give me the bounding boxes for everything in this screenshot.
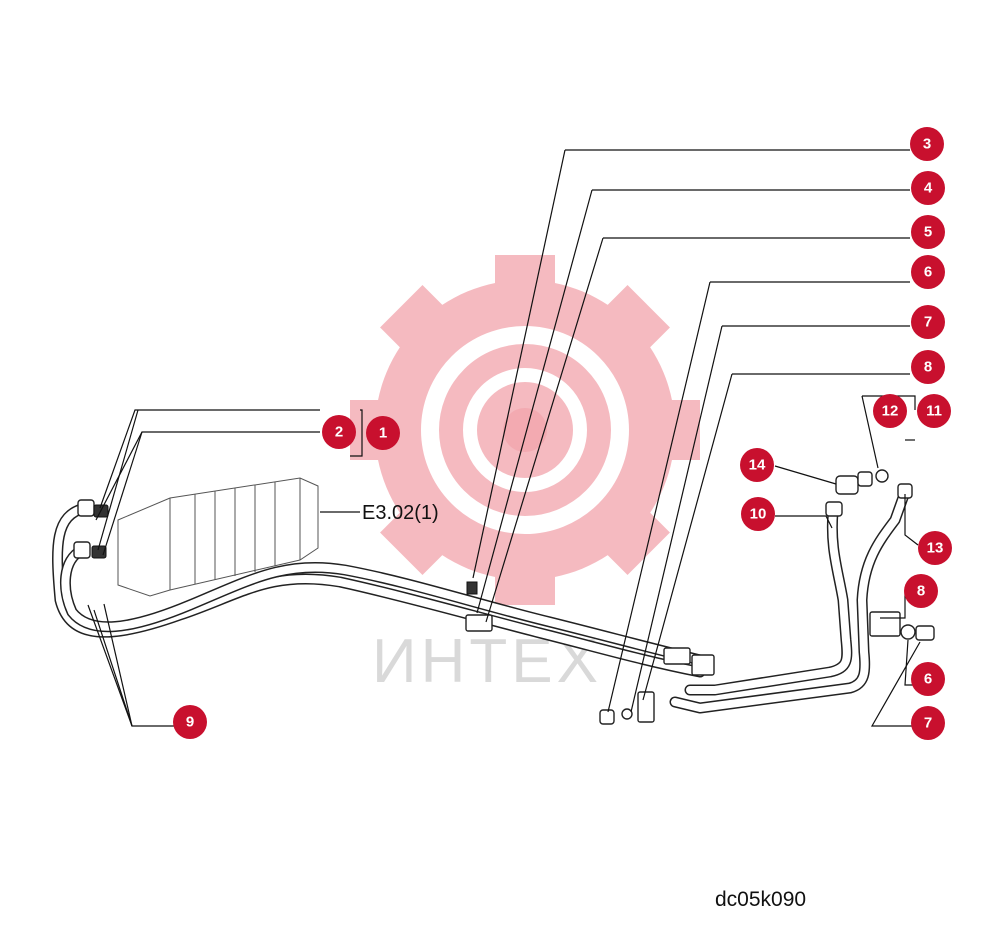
callout-5[interactable]: 5 — [911, 215, 945, 249]
svg-text:8: 8 — [917, 583, 925, 600]
callout-6[interactable]: 6 — [911, 255, 945, 289]
callout-2[interactable]: 2 — [322, 415, 356, 449]
svg-text:10: 10 — [750, 506, 767, 523]
leader-lines — [87, 149, 921, 727]
bracket-8 — [869, 611, 901, 637]
watermark-gear-logo — [350, 255, 700, 605]
reference-label: E3.02(1) — [362, 502, 439, 524]
svg-text:14: 14 — [749, 457, 766, 474]
pipe-end-10 — [825, 501, 843, 517]
svg-text:13: 13 — [927, 540, 944, 557]
callout-12[interactable]: 12 — [873, 394, 907, 428]
svg-text:2: 2 — [335, 424, 343, 441]
callout-10[interactable]: 10 — [741, 497, 775, 531]
svg-text:4: 4 — [924, 180, 933, 197]
drawing-code: dc05k090 — [715, 888, 806, 911]
callout-11[interactable]: 11 — [917, 394, 951, 428]
fitting-lower-left — [73, 541, 91, 559]
callout-4[interactable]: 4 — [911, 171, 945, 205]
fitting-upper-left — [77, 499, 95, 517]
callout-13[interactable]: 13 — [918, 531, 952, 565]
callout-3[interactable]: 3 — [910, 127, 944, 161]
callout-8[interactable]: 8 — [911, 350, 945, 384]
callout-8-lower[interactable]: 8 — [904, 574, 938, 608]
svg-text:8: 8 — [924, 359, 932, 376]
svg-text:6: 6 — [924, 264, 932, 281]
callout-7-lower[interactable]: 7 — [911, 706, 945, 740]
pipe-clamp-center — [465, 614, 493, 632]
svg-text:11: 11 — [926, 403, 942, 420]
svg-text:3: 3 — [923, 136, 931, 153]
svg-text:9: 9 — [186, 714, 194, 731]
callout-1[interactable]: 1 — [366, 416, 400, 450]
svg-text:1: 1 — [379, 425, 387, 442]
engine-block — [117, 477, 319, 597]
elbow-fitting-14 — [835, 475, 859, 495]
bleed-screw — [466, 581, 478, 595]
pipe-lines — [52, 486, 911, 714]
callout-14[interactable]: 14 — [740, 448, 774, 482]
svg-text:7: 7 — [924, 314, 932, 331]
svg-text:5: 5 — [924, 224, 932, 241]
connector-right — [663, 647, 691, 665]
callout-9[interactable]: 9 — [173, 705, 207, 739]
svg-text:7: 7 — [924, 715, 932, 732]
bolt-6 — [915, 625, 935, 641]
fittings — [73, 469, 935, 725]
svg-text:12: 12 — [882, 403, 899, 420]
bolt-lower — [599, 709, 615, 725]
bracket-lower — [637, 691, 655, 723]
callout-7[interactable]: 7 — [911, 305, 945, 339]
callout-6-lower[interactable]: 6 — [911, 662, 945, 696]
svg-text:6: 6 — [924, 671, 932, 688]
